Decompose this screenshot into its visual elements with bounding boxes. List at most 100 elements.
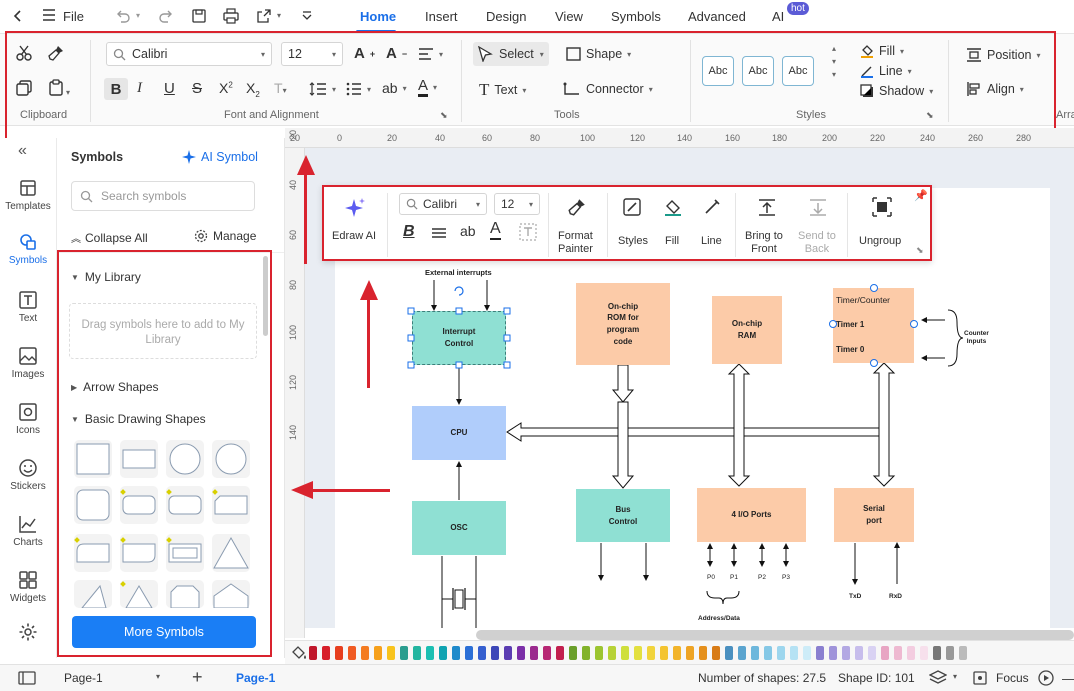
color-swatch[interactable] bbox=[595, 646, 603, 660]
increase-font-icon[interactable]: A+ bbox=[354, 45, 376, 62]
float-font-family-select[interactable]: Calibri▾ bbox=[399, 193, 487, 215]
more-status-icon[interactable]: — bbox=[1062, 670, 1074, 686]
styles-label[interactable]: Styles bbox=[618, 235, 648, 247]
underline-button[interactable]: U bbox=[164, 80, 175, 97]
color-swatch[interactable] bbox=[751, 646, 759, 660]
color-swatch[interactable] bbox=[543, 646, 551, 660]
timer-counter-block[interactable]: Timer/Counter Timer 1 Timer 0 bbox=[833, 288, 914, 363]
style-preset-1[interactable]: Abc bbox=[702, 56, 734, 86]
tab-advanced[interactable]: Advanced bbox=[688, 9, 746, 24]
focus-label[interactable]: Focus bbox=[996, 671, 1029, 685]
color-swatch[interactable] bbox=[881, 646, 889, 660]
color-swatch[interactable] bbox=[491, 646, 499, 660]
color-swatch[interactable] bbox=[699, 646, 707, 660]
shape-triangle[interactable] bbox=[212, 534, 250, 572]
color-swatch[interactable] bbox=[647, 646, 655, 660]
shape-octagon[interactable] bbox=[166, 580, 204, 608]
tab-symbols[interactable]: Symbols bbox=[611, 9, 661, 24]
io-ports-block[interactable]: 4 I/O Ports bbox=[697, 488, 806, 542]
save-icon[interactable] bbox=[191, 8, 207, 24]
color-swatch[interactable] bbox=[738, 646, 746, 660]
rail-item-templates[interactable]: Templates bbox=[0, 178, 56, 212]
rail-item-charts[interactable]: Charts bbox=[0, 514, 56, 548]
text-spacing-icon[interactable]: ab▾ bbox=[382, 80, 407, 96]
tab-ai[interactable]: AI bbox=[772, 9, 785, 24]
expand-group-icon[interactable]: ⬊ bbox=[440, 110, 448, 120]
bring-to-front-icon[interactable] bbox=[757, 197, 777, 217]
tab-home[interactable]: Home bbox=[360, 9, 397, 24]
color-swatch[interactable] bbox=[608, 646, 616, 660]
arrow-shapes-section[interactable]: ▶Arrow Shapes bbox=[71, 380, 159, 394]
ai-symbol-button[interactable]: AI Symbol bbox=[181, 149, 258, 165]
rail-item-text[interactable]: Text bbox=[0, 290, 56, 324]
color-swatch[interactable] bbox=[374, 646, 382, 660]
shape-rounded-square[interactable] bbox=[74, 486, 112, 524]
page-panel-icon[interactable] bbox=[18, 671, 36, 685]
my-library-dropzone[interactable]: Drag symbols here to add to My Library bbox=[69, 303, 257, 359]
osc-block[interactable]: OSC bbox=[412, 501, 506, 555]
align-button[interactable]: Align▾ bbox=[966, 81, 1024, 97]
color-swatch[interactable] bbox=[920, 646, 928, 660]
page-selector[interactable]: Page-1 bbox=[64, 671, 103, 685]
panel-scrollbar[interactable] bbox=[263, 256, 268, 336]
horizontal-scrollbar[interactable] bbox=[476, 630, 1074, 640]
bold-button[interactable]: B bbox=[104, 78, 128, 100]
cpu-block[interactable]: CPU bbox=[412, 406, 506, 460]
add-page-icon[interactable]: + bbox=[192, 667, 203, 687]
superscript-button[interactable]: X2 bbox=[219, 80, 233, 96]
color-swatch[interactable] bbox=[569, 646, 577, 660]
shape-pentagon[interactable] bbox=[212, 580, 250, 608]
export-dropdown-icon[interactable]: ▾ bbox=[277, 11, 282, 20]
color-swatch[interactable] bbox=[530, 646, 538, 660]
fill-button[interactable]: Fill▾ bbox=[860, 44, 904, 58]
color-swatch[interactable] bbox=[803, 646, 811, 660]
position-button[interactable]: Position▾ bbox=[966, 47, 1041, 63]
color-swatch[interactable] bbox=[946, 646, 954, 660]
color-swatch[interactable] bbox=[829, 646, 837, 660]
manage-button[interactable]: Manage bbox=[194, 229, 256, 243]
styles-icon[interactable] bbox=[622, 197, 642, 217]
color-swatch[interactable] bbox=[907, 646, 915, 660]
tab-insert[interactable]: Insert bbox=[425, 9, 458, 24]
rail-item-symbols[interactable]: Symbols bbox=[0, 232, 56, 266]
color-swatch[interactable] bbox=[712, 646, 720, 660]
customize-toolbar-icon[interactable] bbox=[301, 10, 313, 22]
color-swatch[interactable] bbox=[413, 646, 421, 660]
color-swatch[interactable] bbox=[452, 646, 460, 660]
collapse-panel-icon[interactable]: « bbox=[18, 142, 27, 159]
rail-item-icons[interactable]: Icons bbox=[0, 402, 56, 436]
shadow-button[interactable]: Shadow▾ bbox=[860, 84, 933, 98]
italic-button[interactable]: I bbox=[137, 80, 142, 96]
shape-rectangle[interactable] bbox=[120, 440, 158, 478]
shape-rounded-rectangle-2[interactable] bbox=[166, 486, 204, 524]
color-swatch[interactable] bbox=[504, 646, 512, 660]
float-font-size-select[interactable]: 12▾ bbox=[494, 193, 540, 215]
print-icon[interactable] bbox=[222, 8, 240, 24]
shape-square[interactable] bbox=[74, 440, 112, 478]
collapse-all-button[interactable]: ︽Collapse All bbox=[71, 230, 148, 246]
rail-item-widgets[interactable]: Widgets bbox=[0, 570, 56, 604]
shape-round-corner-rectangle[interactable] bbox=[74, 534, 112, 572]
back-icon[interactable] bbox=[10, 8, 26, 24]
resize-corner-icon[interactable]: ⬊ bbox=[916, 245, 924, 255]
shape-frame[interactable] bbox=[166, 534, 204, 572]
color-swatch[interactable] bbox=[660, 646, 668, 660]
float-font-color-icon[interactable]: A bbox=[490, 221, 501, 240]
search-symbols-field[interactable]: Search symbols bbox=[71, 181, 255, 211]
color-swatch[interactable] bbox=[673, 646, 681, 660]
pin-icon[interactable]: 📌 bbox=[914, 190, 928, 202]
font-size-select[interactable]: 12 ▾ bbox=[281, 42, 343, 66]
strikethrough-button[interactable]: S bbox=[192, 80, 203, 97]
bullet-list-icon[interactable]: ▾ bbox=[346, 82, 371, 96]
color-swatch[interactable] bbox=[634, 646, 642, 660]
page-dropdown-icon[interactable]: ▾ bbox=[156, 672, 161, 681]
ungroup-label[interactable]: Ungroup bbox=[859, 235, 902, 247]
shape-one-round-rectangle[interactable] bbox=[120, 534, 158, 572]
color-swatch[interactable] bbox=[439, 646, 447, 660]
select-tool-button[interactable]: Select▾ bbox=[473, 42, 549, 66]
